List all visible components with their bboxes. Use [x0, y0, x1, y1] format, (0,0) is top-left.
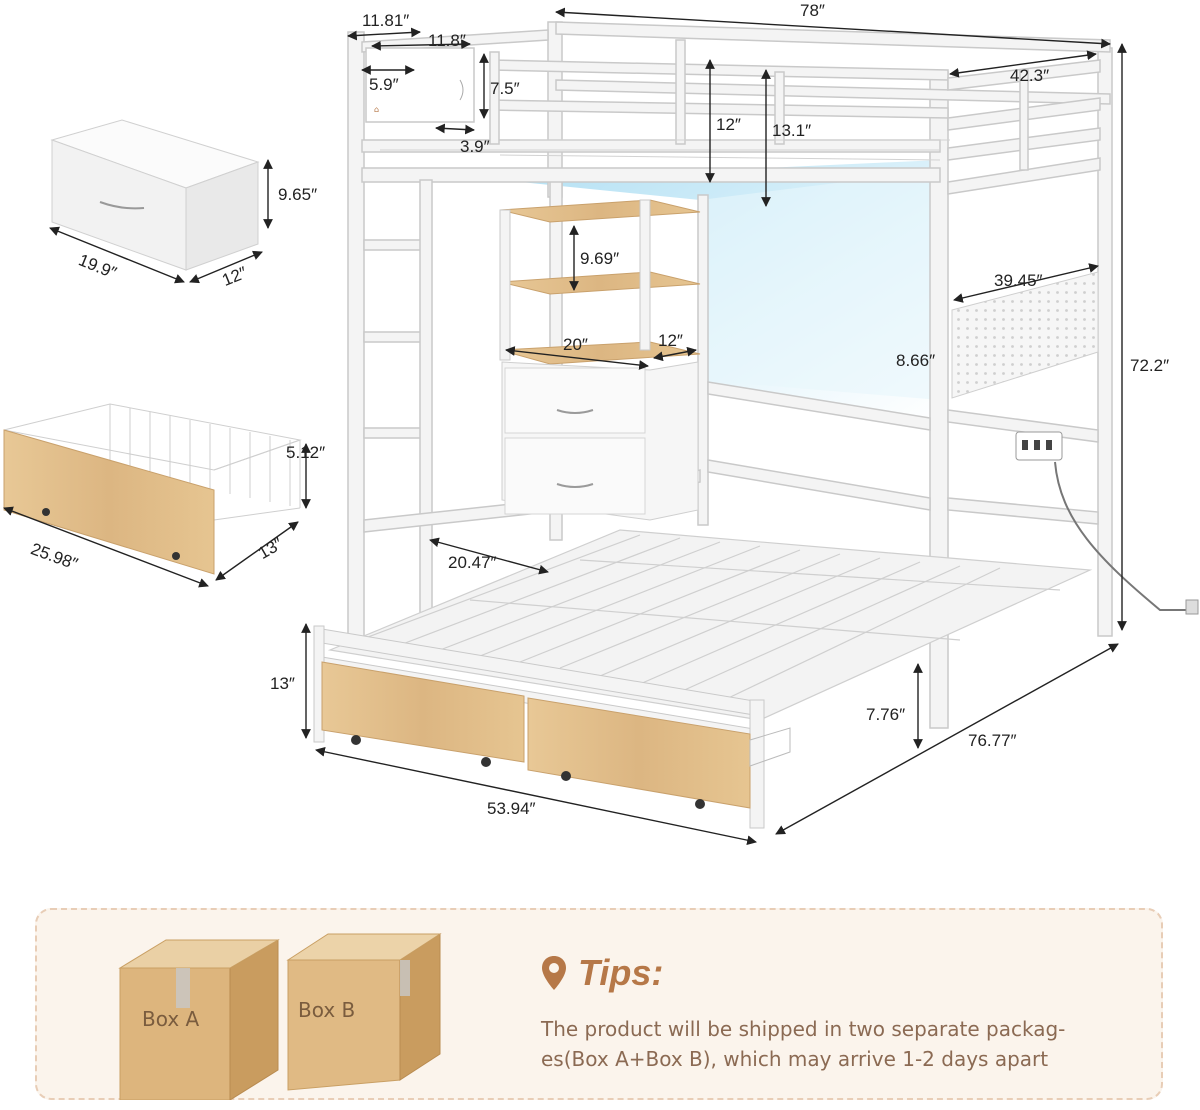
- dimension-lower-bed-length: 76.77″: [968, 731, 1017, 750]
- dimension-cabinet-clearance: 20.47″: [448, 553, 497, 572]
- shipping-box-icon: [118, 933, 442, 1100]
- dimension-shelf-spacing: 9.69″: [580, 249, 620, 268]
- dimension-pegboard-width: 39.45″: [994, 271, 1043, 290]
- dimension-guardrail-height: 12″: [716, 115, 741, 134]
- dimension-pouch-bottom: 3.9″: [460, 137, 490, 156]
- dimension-pouch-pocket: 5.9″: [369, 75, 399, 94]
- dimension-shelf-width: 20″: [563, 335, 588, 354]
- bunk-bed-illustration: ⌂: [3, 7, 1199, 845]
- dimension-shelf-depth: 12″: [658, 331, 683, 350]
- dimension-fabric-drawer-height: 9.65″: [278, 185, 318, 204]
- tips-body: The product will be shipped in two separ…: [541, 1017, 1066, 1071]
- dimension-rail-height: 13.1″: [772, 121, 812, 140]
- dimension-pouch-height: 7.5″: [490, 79, 520, 98]
- dimension-under-bed-clearance: 7.76″: [866, 705, 906, 724]
- led-glow: [500, 160, 940, 420]
- dimension-pouch-width: 11.81″: [362, 11, 410, 30]
- storage-shelves: [499, 199, 701, 521]
- dimension-pegboard-height: 8.66″: [896, 351, 936, 370]
- tips-heading: Tips:: [578, 952, 664, 993]
- dimension-bed-length: 78″: [800, 1, 825, 20]
- dimension-total-height: 72.2″: [1130, 356, 1170, 375]
- box-b-label: Box B: [298, 998, 356, 1022]
- dimension-footboard-height: 13″: [270, 674, 295, 693]
- dimension-lower-bed-width: 53.94″: [487, 799, 536, 818]
- fabric-drawer: [50, 119, 260, 271]
- svg-text:⌂: ⌂: [374, 105, 379, 114]
- dimension-bed-width: 42.3″: [1010, 66, 1050, 85]
- upper-bed-slats: [380, 139, 950, 161]
- box-a-label: Box A: [142, 1007, 200, 1031]
- dimension-wire-drawer-height: 5.12″: [286, 443, 326, 462]
- power-strip-icon: [1015, 431, 1199, 615]
- pegboard: [951, 271, 1099, 399]
- dimension-pouch-length: 11.8″: [428, 31, 466, 50]
- dimension-lines: [3, 7, 1127, 845]
- location-pin-icon: [542, 956, 566, 990]
